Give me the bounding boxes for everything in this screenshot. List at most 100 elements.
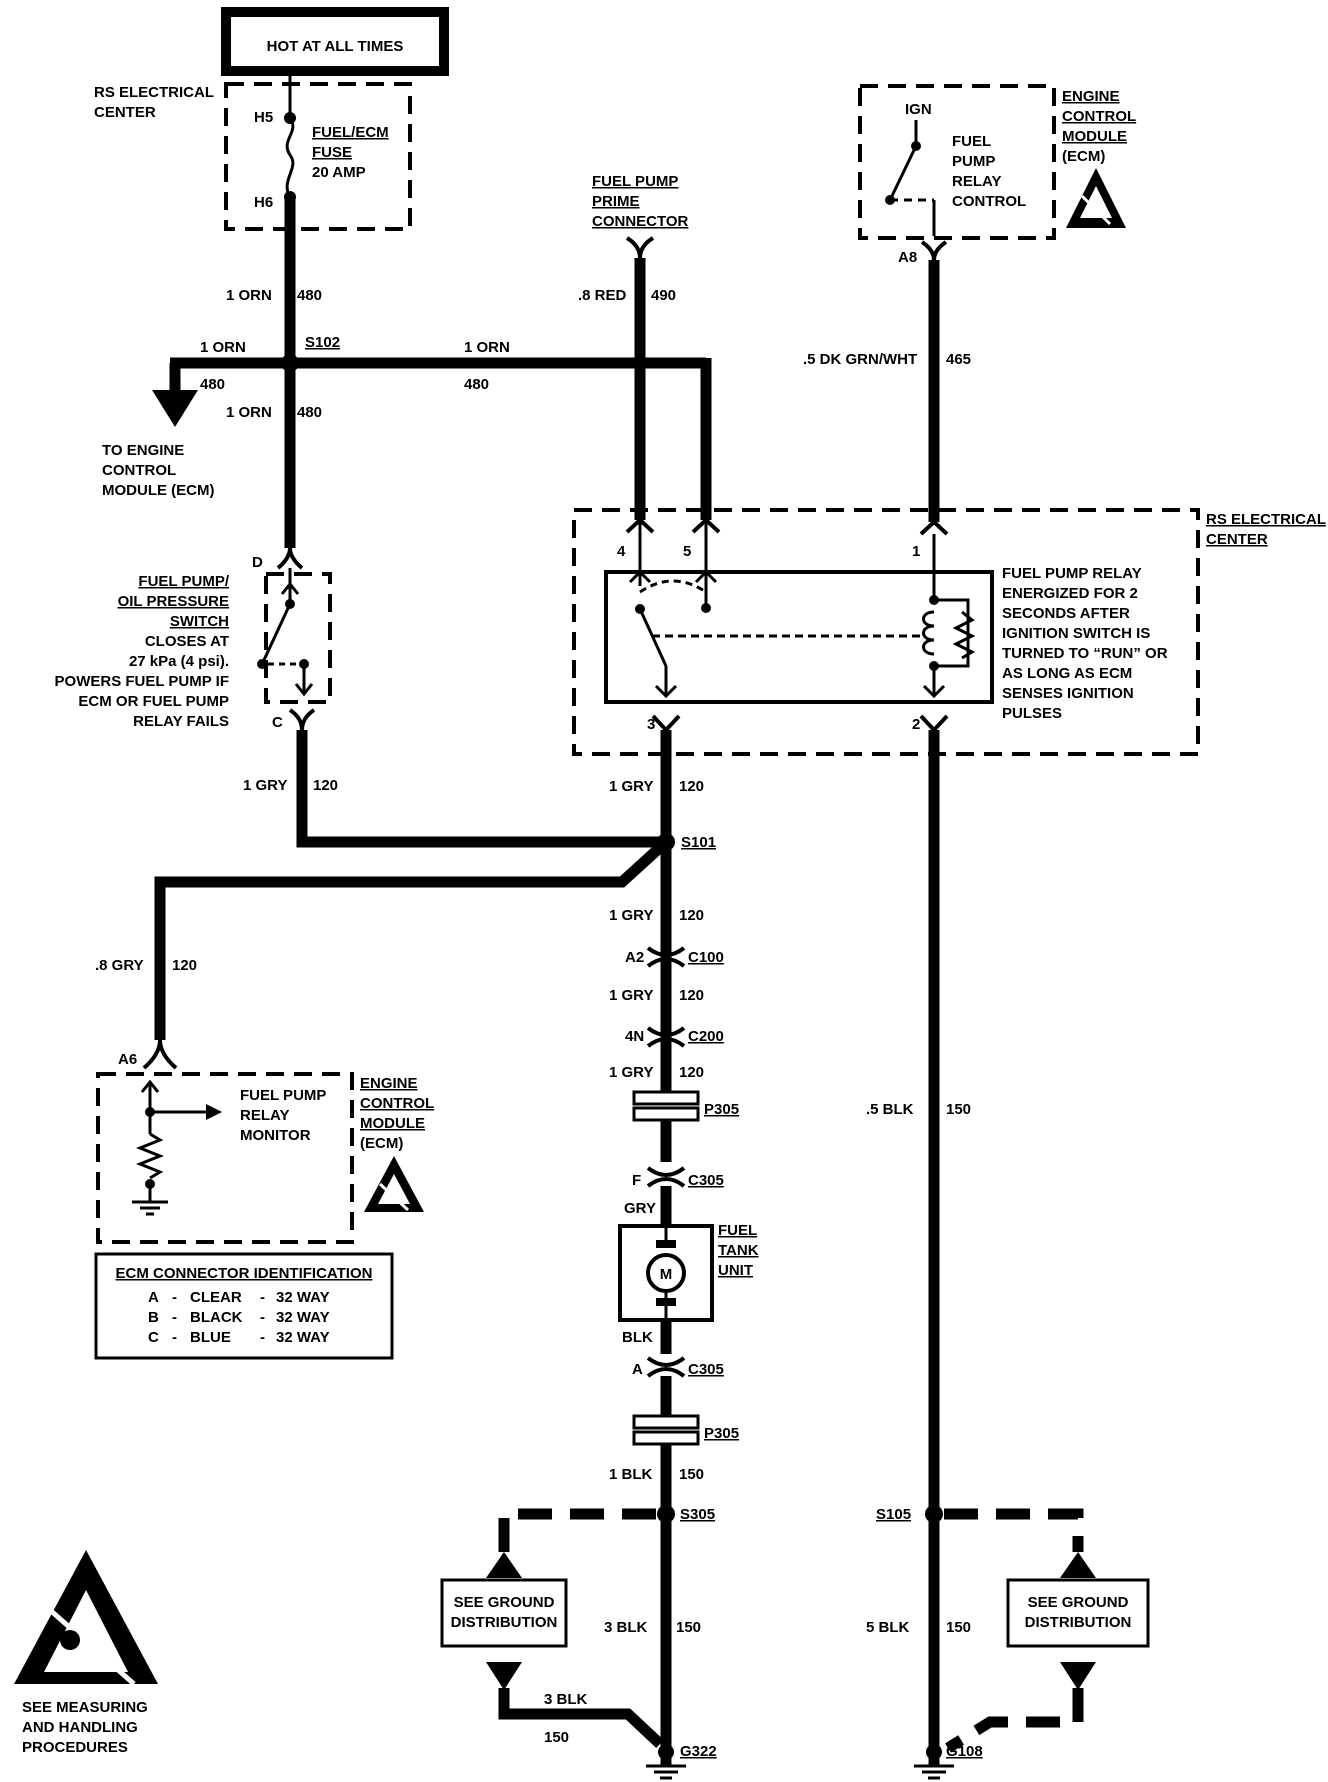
ecm-table-title: ECM CONNECTOR IDENTIFICATION <box>116 1265 373 1282</box>
pump-leg-connectors: A2 C100 4N C200 P305 F C305 GRY <box>624 946 739 1226</box>
relay-pin-4: 4 <box>617 543 626 560</box>
title-label: HOT AT ALL TIMES <box>267 38 404 55</box>
ecm-table-cell: B <box>148 1309 159 1326</box>
wire-label-150-1: 150 <box>679 1466 704 1483</box>
wire-label-480-2: 480 <box>200 376 225 393</box>
wire-label-150-5: 150 <box>946 1619 971 1636</box>
wire-label-blk3-2: 3 BLK <box>544 1691 588 1708</box>
monitor-label-3: MONITOR <box>240 1127 311 1144</box>
ecm-table-row: A - CLEAR - 32 WAY <box>148 1289 330 1306</box>
connector-c305-label-1: C305 <box>688 1172 724 1189</box>
pin-a6-connector-icon <box>142 1039 178 1070</box>
wire-label-blk5-1: .5 BLK <box>866 1101 914 1118</box>
passthrough-p305-label-1: P305 <box>704 1101 739 1118</box>
relay-desc-8: PULSES <box>1002 705 1062 722</box>
connector-c100-icon <box>646 946 686 957</box>
ecm-table-cell: 32 WAY <box>276 1289 330 1306</box>
splice-s102-dot <box>281 354 299 372</box>
oil-switch-desc-2: OIL PRESSURE <box>118 593 229 610</box>
fuse-label-1: FUEL/ECM <box>312 124 389 141</box>
orange-wire-480: 1 ORN 480 S102 1 ORN 480 1 ORN 480 1 ORN… <box>102 197 712 548</box>
splice-s101-label: S101 <box>681 834 716 851</box>
prime-label-2: PRIME <box>592 193 640 210</box>
black-wire-150-left: BLK A C305 P305 1 BLK 150 S305 3 BLK 150… <box>440 1320 739 1780</box>
relay-coil-icon <box>922 610 935 656</box>
ecm-table-row: C - BLUE - 32 WAY <box>148 1329 330 1346</box>
wire-label-120-1: 120 <box>313 777 338 794</box>
connector-4n-label: 4N <box>625 1028 644 1045</box>
fuel-tank-label-2: TANK <box>718 1242 759 1259</box>
oil-switch-pin-c: C <box>272 714 283 731</box>
fuse-label-2: FUSE <box>312 144 352 161</box>
wire-label-150-3: 150 <box>544 1729 569 1746</box>
ecm-table-cell: 32 WAY <box>276 1329 330 1346</box>
splice-s105-label: S105 <box>876 1506 911 1523</box>
wire-label-150-2: 150 <box>676 1619 701 1636</box>
esd-note: SEE MEASURING AND HANDLING PROCEDURES <box>14 1550 158 1756</box>
monitor-resistor-icon <box>135 1132 165 1180</box>
relay-pin-1: 1 <box>912 543 920 560</box>
oil-switch-bottom-connector-icon <box>288 708 316 731</box>
fuse-label-3: 20 AMP <box>312 164 366 181</box>
wire-label-gry8: .8 GRY <box>95 957 144 974</box>
ecm-table-cell: BLACK <box>190 1309 243 1326</box>
wire-label-490: 490 <box>651 287 676 304</box>
ecm-control-3: RELAY <box>952 173 1001 190</box>
ecm-bottom-pin-a6: A6 <box>118 1051 137 1068</box>
connector-c200-icon <box>646 1026 686 1037</box>
black-wire-150-right: .5 BLK 150 S105 5 BLK 150 SEE GROUND DIS… <box>866 730 1150 1780</box>
to-ecm-label-3: MODULE (ECM) <box>102 482 215 499</box>
ecm-connector-table: ECM CONNECTOR IDENTIFICATION A - CLEAR -… <box>94 1252 394 1360</box>
passthrough-p305-top-icon <box>632 1082 700 1122</box>
wire-label-120-3: 120 <box>679 907 704 924</box>
ground-dist-left-box: SEE GROUND DISTRIBUTION <box>440 1578 568 1648</box>
ground-g108-icon <box>914 1764 954 1780</box>
relay-center-location-1: RS ELECTRICAL <box>1206 511 1326 528</box>
esd-warning-icon <box>1066 168 1126 228</box>
pin-a8-connector-icon <box>920 240 948 261</box>
ground-g322-icon <box>646 1764 686 1780</box>
ground-dist-right-box: SEE GROUND DISTRIBUTION <box>1006 1578 1150 1648</box>
splice-s305-label: S305 <box>680 1506 715 1523</box>
fuse-terminal-h6: H6 <box>254 194 273 211</box>
passthrough-p305-label-2: P305 <box>704 1425 739 1442</box>
monitor-label-2: RELAY <box>240 1107 289 1124</box>
ecm-table-row: B - BLACK - 32 WAY <box>148 1309 330 1326</box>
ecm-table-cell: - <box>260 1329 265 1346</box>
oil-switch-desc-1: FUEL PUMP/ <box>138 573 229 590</box>
wire-label-480-1: 480 <box>297 287 322 304</box>
ecm-bottom: A6 FUEL PUMP RELAY MONITOR ENGINE CONTRO… <box>96 1039 434 1244</box>
oil-switch-top-connector-icon <box>276 547 304 570</box>
ground-dist-left-1: SEE GROUND <box>454 1594 555 1611</box>
ecm-top-pin-a8: A8 <box>898 249 917 266</box>
relay-resistor-icon <box>952 610 976 660</box>
ecm-table-cell: - <box>260 1289 265 1306</box>
esd-note-3: PROCEDURES <box>22 1739 128 1756</box>
relay-desc-5: TURNED TO “RUN” OR <box>1002 645 1168 662</box>
connector-a-label: A <box>632 1361 643 1378</box>
wire-label-red: .8 RED <box>578 287 627 304</box>
to-ecm-arrow-icon <box>152 390 198 427</box>
ground-dist-right-1: SEE GROUND <box>1028 1594 1129 1611</box>
ecm-bottom-name-1: ENGINE <box>360 1075 418 1092</box>
relay-center-location-2: CENTER <box>1206 531 1268 548</box>
ecm-bottom-name-4: (ECM) <box>360 1135 403 1152</box>
esd-note-2: AND HANDLING <box>22 1719 138 1736</box>
wire-label-blk3-1: 3 BLK <box>604 1619 648 1636</box>
monitor-ground-icon <box>132 1200 168 1216</box>
relay-desc-2: ENERGIZED FOR 2 <box>1002 585 1138 602</box>
connector-c305-f-icon <box>646 1166 686 1177</box>
ground-dist-left-2: DISTRIBUTION <box>451 1614 558 1631</box>
ecm-table-cell: - <box>172 1289 177 1306</box>
ecm-top: ENGINE CONTROL MODULE (ECM) IGN FUEL PUM… <box>803 84 1136 522</box>
wire-label-120-2: 120 <box>679 778 704 795</box>
wire-label-gry-4: 1 GRY <box>609 987 653 1004</box>
connector-c200-label: C200 <box>688 1028 724 1045</box>
wire-label-blk1: 1 BLK <box>609 1466 653 1483</box>
relay-desc-7: SENSES IGNITION <box>1002 685 1134 702</box>
ecm-table-cell: A <box>148 1289 159 1306</box>
oil-switch-desc-7: ECM OR FUEL PUMP <box>78 693 229 710</box>
fuse-block-location-1: RS ELECTRICAL <box>94 84 214 101</box>
ecm-table-cell: CLEAR <box>190 1289 242 1306</box>
wire-label-120-5: 120 <box>679 987 704 1004</box>
